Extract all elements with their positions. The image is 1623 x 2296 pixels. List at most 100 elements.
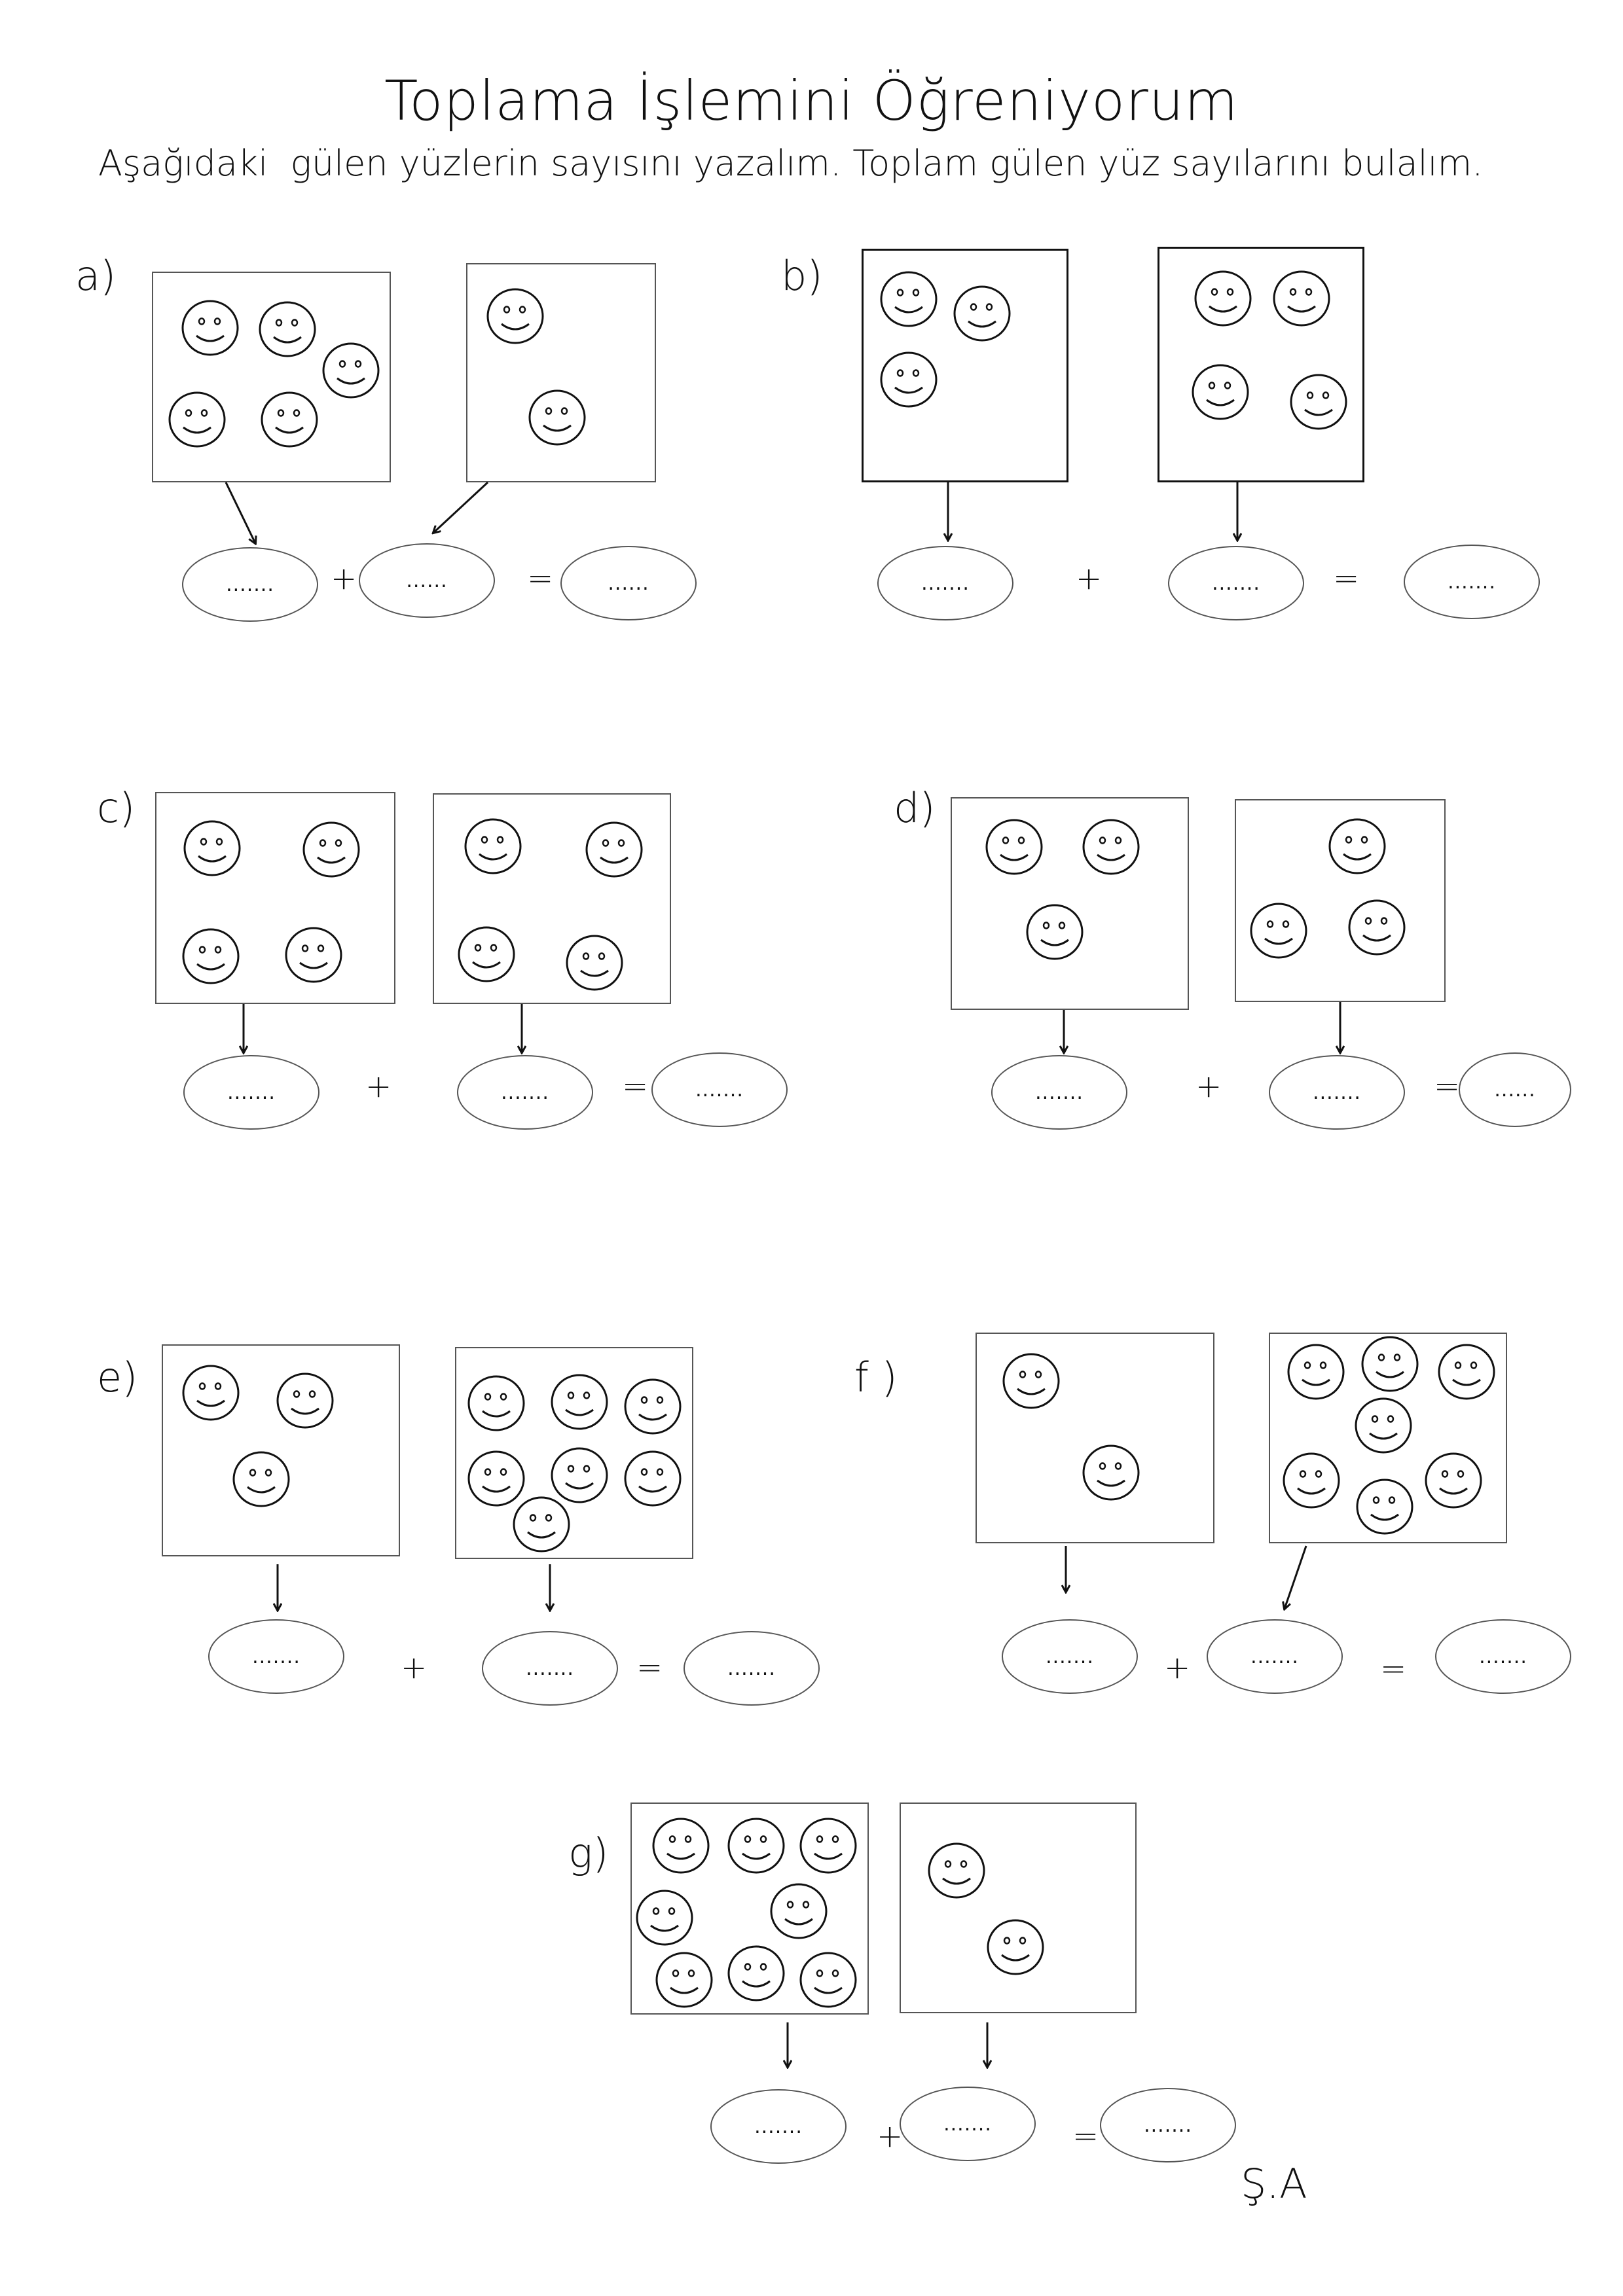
smiley-face-icon: [799, 1817, 858, 1874]
smiley-face-icon: [168, 391, 227, 448]
equals-sign: =: [527, 560, 554, 597]
smiley-face-icon: [623, 1378, 682, 1435]
smiley-face-icon: [1355, 1478, 1414, 1535]
arrow-f-right: [1285, 1545, 1307, 1609]
smiley-face-icon: [623, 1450, 682, 1507]
smiley-face-icon: [1002, 1352, 1061, 1410]
problem-label-d: d): [894, 784, 936, 832]
plus-sign: +: [331, 560, 357, 597]
plus-sign: +: [1076, 560, 1103, 597]
answer-oval-c-result[interactable]: .......: [651, 1052, 788, 1127]
smiley-face-icon: [1360, 1335, 1419, 1393]
smiley-face-icon: [1347, 899, 1406, 956]
answer-oval-g-result[interactable]: .......: [1100, 2088, 1236, 2162]
problem-label-c: c): [97, 784, 136, 832]
smiley-face-icon: [655, 1951, 714, 2009]
smiley-box-d-right: [1235, 799, 1446, 1002]
plus-sign: +: [401, 1649, 428, 1686]
smiley-face-icon: [258, 300, 317, 358]
answer-oval-d-2[interactable]: .......: [1269, 1055, 1405, 1130]
smiley-face-icon: [302, 821, 361, 878]
smiley-face-icon: [260, 391, 319, 448]
arrow-a-right: [433, 481, 489, 533]
problem-label-f: f ): [854, 1354, 898, 1401]
answer-oval-c-1[interactable]: .......: [183, 1055, 319, 1130]
smiley-face-icon: [181, 927, 240, 985]
problem-label-a: a): [75, 252, 117, 300]
smiley-box-e-left: [162, 1344, 400, 1556]
answer-oval-e-2[interactable]: .......: [482, 1631, 618, 1706]
smiley-box-f-left: [976, 1333, 1214, 1543]
smiley-face-icon: [467, 1374, 526, 1432]
answer-oval-c-2[interactable]: .......: [457, 1055, 593, 1130]
answer-oval-e-result[interactable]: .......: [684, 1631, 820, 1706]
smiley-face-icon: [1289, 373, 1348, 431]
answer-oval-f-2[interactable]: .......: [1207, 1619, 1343, 1694]
smiley-face-icon: [769, 1882, 828, 1940]
smiley-face-icon: [635, 1889, 694, 1946]
smiley-face-icon: [464, 817, 522, 875]
smiley-face-icon: [232, 1450, 291, 1508]
smiley-face-icon: [284, 926, 343, 984]
answer-oval-d-1[interactable]: .......: [991, 1055, 1127, 1130]
smiley-box-e-right: [455, 1347, 693, 1559]
smiley-box-g-left: [630, 1803, 869, 2015]
smiley-face-icon: [181, 299, 240, 357]
smiley-face-icon: [1354, 1397, 1413, 1454]
smiley-face-icon: [486, 287, 545, 345]
smiley-face-icon: [1191, 363, 1250, 421]
equals-sign: =: [1434, 1068, 1461, 1105]
answer-oval-a-2[interactable]: ......: [359, 543, 495, 618]
answer-oval-f-1[interactable]: .......: [1002, 1619, 1138, 1694]
smiley-face-icon: [1025, 903, 1084, 961]
smiley-face-icon: [550, 1446, 609, 1504]
smiley-face-icon: [879, 351, 938, 408]
answer-oval-e-1[interactable]: .......: [208, 1619, 344, 1694]
plus-sign: +: [365, 1068, 392, 1105]
smiley-face-icon: [550, 1373, 609, 1431]
smiley-face-icon: [457, 925, 516, 983]
smiley-face-icon: [727, 1817, 786, 1874]
smiley-face-icon: [528, 389, 587, 446]
equals-sign: =: [1333, 560, 1360, 597]
smiley-face-icon: [927, 1842, 986, 1899]
smiley-box-c-left: [155, 792, 395, 1004]
answer-oval-a-result[interactable]: ......: [560, 546, 697, 620]
smiley-face-icon: [512, 1496, 571, 1553]
smiley-face-icon: [1194, 270, 1252, 327]
smiley-face-icon: [321, 342, 380, 399]
smiley-face-icon: [985, 818, 1044, 876]
answer-oval-g-1[interactable]: .......: [710, 2089, 847, 2164]
smiley-face-icon: [1286, 1343, 1345, 1401]
smiley-box-b-left: [862, 249, 1068, 482]
answer-oval-a-1[interactable]: .......: [182, 547, 318, 622]
problem-label-g: g): [568, 1829, 609, 1877]
answer-oval-b-1[interactable]: .......: [877, 546, 1013, 620]
worksheet-title: Toplama İşlemini Öğreniyorum: [384, 69, 1239, 133]
smiley-face-icon: [651, 1817, 710, 1874]
smiley-face-icon: [1082, 818, 1140, 876]
arrow-a-left: [225, 482, 255, 543]
smiley-face-icon: [565, 934, 624, 992]
equals-sign: =: [1072, 2118, 1099, 2155]
answer-oval-b-result[interactable]: .......: [1404, 545, 1540, 619]
smiley-face-icon: [1282, 1452, 1341, 1509]
equals-sign: =: [636, 1649, 663, 1686]
smiley-face-icon: [1272, 270, 1331, 327]
smiley-box-d-left: [951, 797, 1189, 1010]
smiley-face-icon: [467, 1450, 526, 1507]
smiley-face-icon: [1437, 1343, 1496, 1401]
answer-oval-b-2[interactable]: .......: [1168, 546, 1304, 620]
smiley-face-icon: [1328, 817, 1387, 875]
answer-oval-d-result[interactable]: ......: [1459, 1052, 1571, 1127]
answer-oval-f-result[interactable]: .......: [1435, 1619, 1571, 1694]
answer-oval-g-2[interactable]: .......: [900, 2087, 1036, 2161]
equals-sign: =: [622, 1068, 649, 1105]
author-signature: Ş.A: [1241, 2160, 1307, 2208]
smiley-face-icon: [1424, 1452, 1483, 1509]
equals-sign: =: [1380, 1651, 1407, 1687]
smiley-box-c-right: [433, 793, 671, 1004]
smiley-box-g-right: [900, 1803, 1137, 2013]
smiley-face-icon: [183, 819, 242, 877]
